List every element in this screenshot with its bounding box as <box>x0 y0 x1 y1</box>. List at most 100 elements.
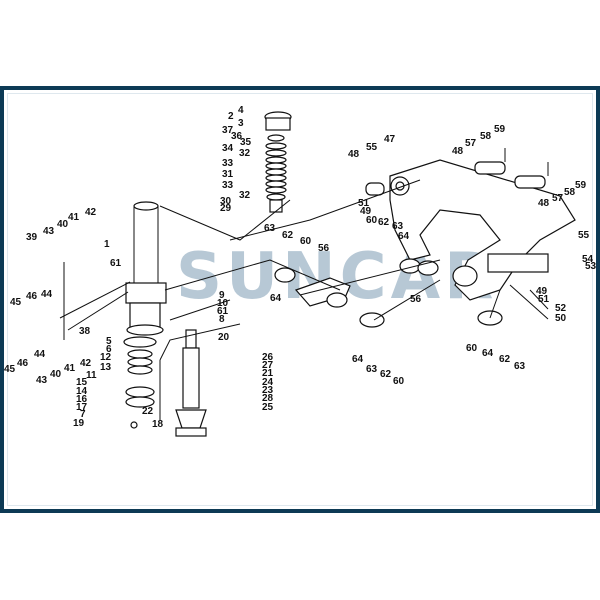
callout: 57 <box>465 138 477 149</box>
callout: 9 <box>219 290 225 301</box>
shock-shaft <box>175 329 207 437</box>
link-56-left <box>274 267 351 308</box>
callout: 44 <box>41 289 53 300</box>
callout: 62 <box>378 217 390 228</box>
callout: 2 <box>228 111 234 122</box>
callout: 56 <box>410 294 422 305</box>
callout: 7 <box>80 409 86 420</box>
callout: 34 <box>222 143 234 154</box>
callout: 41 <box>64 363 76 374</box>
callout: 33 <box>222 158 234 169</box>
callout: 44 <box>34 349 46 360</box>
callout: 8 <box>219 314 225 325</box>
callout: 15 <box>76 377 88 388</box>
callout: 51 <box>538 294 550 305</box>
callout: 14 <box>76 386 88 397</box>
callout: 24 <box>262 377 274 388</box>
callout: 64 <box>482 348 494 359</box>
callout: 23 <box>262 385 274 396</box>
callout: 38 <box>79 326 91 337</box>
callout-labels: 4 2 3 37 36 35 34 32 33 31 33 32 30 29 4… <box>4 105 597 430</box>
leader-lines <box>59 179 549 420</box>
callout: 53 <box>585 261 597 272</box>
callout: 59 <box>494 124 506 135</box>
callout: 5 <box>106 336 112 347</box>
callout: 35 <box>240 137 252 148</box>
callout: 57 <box>552 193 564 204</box>
callout: 36 <box>231 131 243 142</box>
callout: 48 <box>538 198 550 209</box>
callout: 16 <box>76 394 88 405</box>
callout: 47 <box>384 134 396 145</box>
frame-inner-border <box>7 93 593 506</box>
callout: 19 <box>73 418 85 429</box>
callout: 26 <box>262 352 274 363</box>
callout: 42 <box>85 207 97 218</box>
callout: 45 <box>10 297 22 308</box>
callout: 13 <box>100 362 112 373</box>
callout: 60 <box>366 215 378 226</box>
bushings <box>365 148 549 196</box>
callout: 27 <box>262 360 274 371</box>
callout: 60 <box>300 236 312 247</box>
callout: 58 <box>480 131 492 142</box>
callout: 61 <box>217 306 229 317</box>
callout: 63 <box>514 361 526 372</box>
callout: 64 <box>352 354 364 365</box>
callout: 62 <box>499 354 511 365</box>
callout: 40 <box>50 369 62 380</box>
callout: 18 <box>152 419 164 430</box>
callout: 56 <box>318 243 330 254</box>
callout: 59 <box>575 180 587 191</box>
callout: 20 <box>218 332 230 343</box>
callout: 62 <box>282 230 294 241</box>
callout: 63 <box>392 221 404 232</box>
callout: 45 <box>4 364 16 375</box>
callout: 25 <box>262 402 274 413</box>
callout: 42 <box>80 358 92 369</box>
callout: 32 <box>239 148 251 159</box>
callout: 49 <box>536 286 548 297</box>
callout: 6 <box>106 344 112 355</box>
callout: 50 <box>555 313 567 324</box>
callout: 43 <box>43 226 55 237</box>
callout: 1 <box>104 239 110 250</box>
callout: 10 <box>217 298 229 309</box>
callout: 17 <box>76 402 88 413</box>
callout: 12 <box>100 352 112 363</box>
spring-stack <box>264 111 292 213</box>
callout: 63 <box>366 364 378 375</box>
callout: 60 <box>466 343 478 354</box>
callout: 33 <box>222 180 234 191</box>
callout: 48 <box>348 149 360 160</box>
callout: 63 <box>264 223 276 234</box>
swing-bracket <box>389 159 576 301</box>
callout: 58 <box>564 187 576 198</box>
callout: 40 <box>57 219 69 230</box>
callout: 11 <box>86 370 97 381</box>
diagram-frame <box>0 86 600 513</box>
callout: 55 <box>366 142 378 153</box>
callout: 54 <box>582 254 594 265</box>
callout: 31 <box>222 169 234 180</box>
callout: 37 <box>222 125 234 136</box>
callout: 48 <box>452 146 464 157</box>
callout: 43 <box>36 375 48 386</box>
callout: 62 <box>380 369 392 380</box>
callout: 4 <box>238 105 244 116</box>
callout: 3 <box>238 118 244 129</box>
callout: 61 <box>110 258 122 269</box>
callout: 21 <box>262 368 274 379</box>
callout: 51 <box>358 198 370 209</box>
king-post <box>125 201 167 336</box>
callout: 41 <box>68 212 80 223</box>
callout: 49 <box>360 206 372 217</box>
callout: 30 <box>220 196 232 207</box>
lower-stack <box>123 336 157 429</box>
callout: 39 <box>26 232 38 243</box>
callout: 28 <box>262 393 274 404</box>
callout: 32 <box>239 190 251 201</box>
callout: 55 <box>578 230 590 241</box>
callout: 60 <box>393 376 405 387</box>
